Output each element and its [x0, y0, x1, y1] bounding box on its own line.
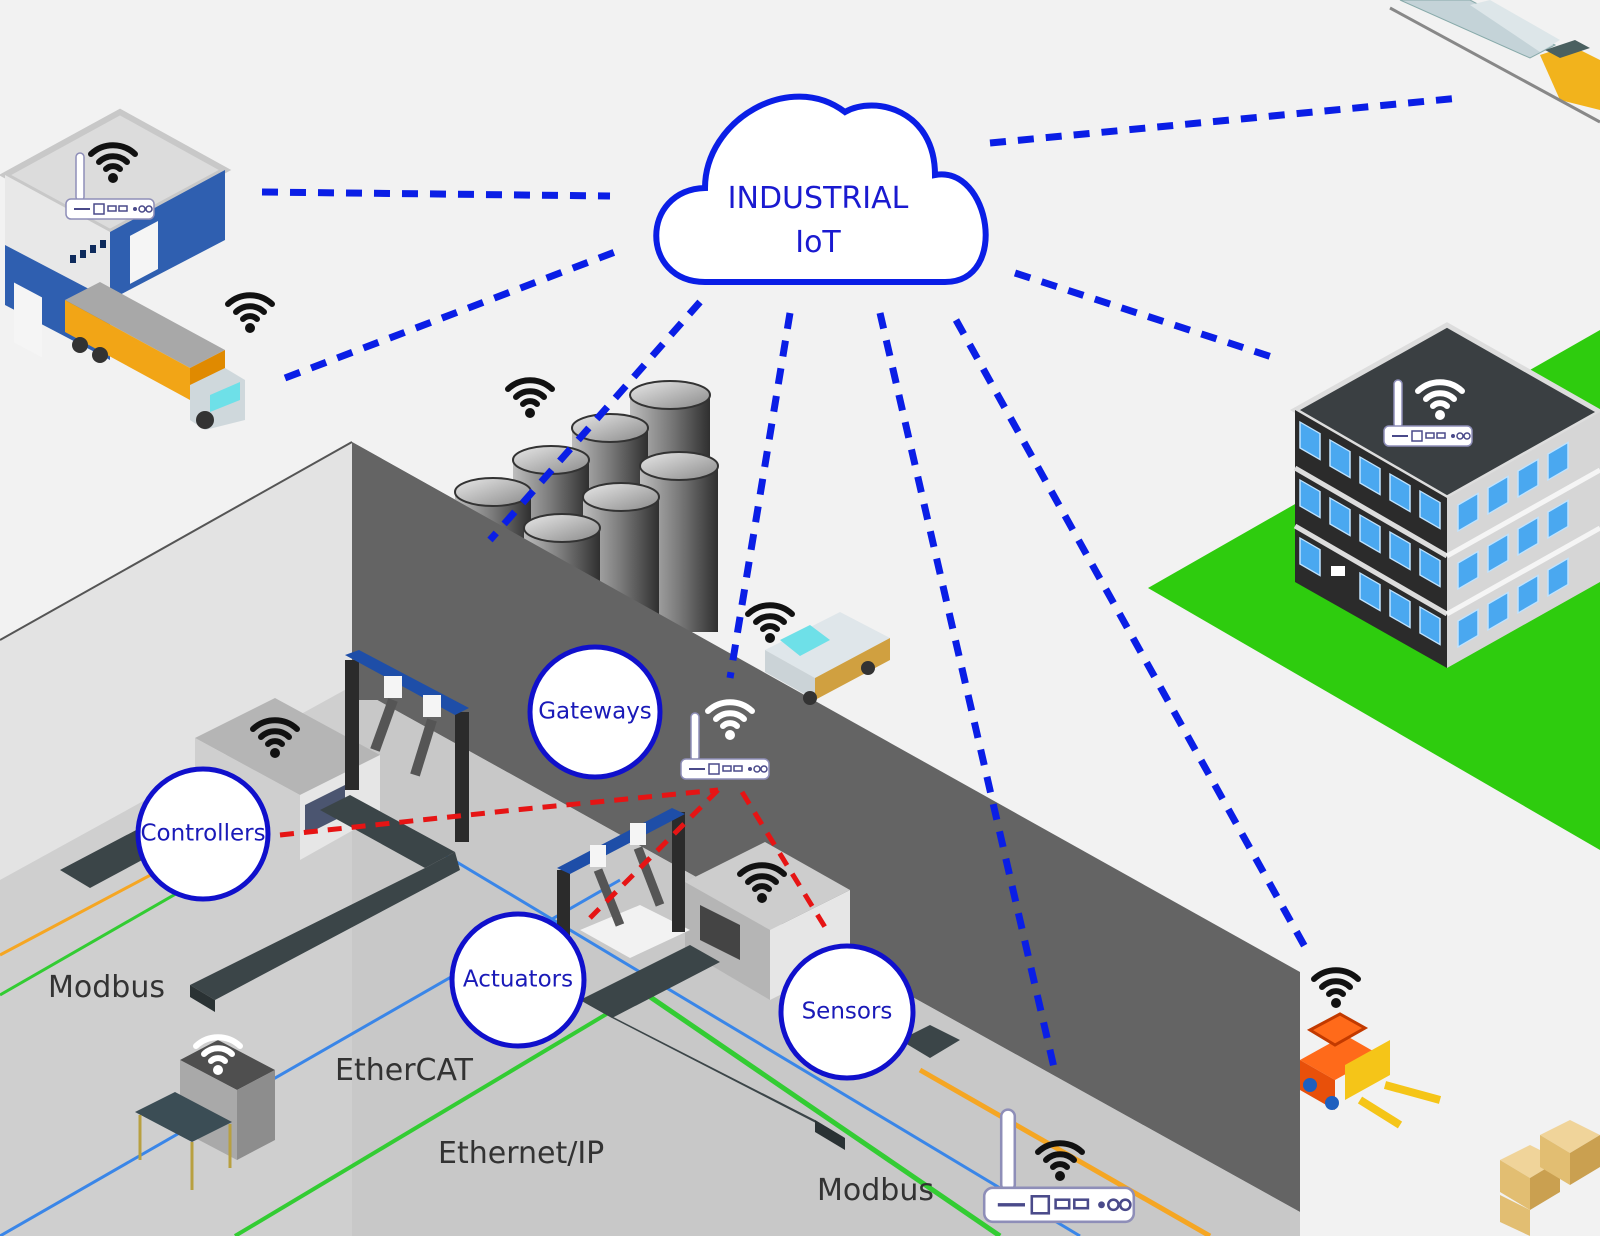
boxes-icon: [1500, 1120, 1600, 1236]
iot-link-train: [989, 94, 1461, 147]
iot-link-warehouse: [261, 188, 611, 200]
conveyor-icon: [580, 945, 960, 1150]
protocol-label-ethercat: EtherCAT: [335, 1053, 474, 1088]
forklift-icon: [1300, 1012, 1442, 1129]
robot-gantry-icon: [557, 808, 690, 980]
bubble-label-gateways: Gateways: [538, 699, 652, 725]
ethercat-cable-right: [419, 838, 1081, 1236]
bubble-sensors: Sensors: [778, 943, 916, 1081]
robot-gantry-icon: [345, 650, 469, 842]
iot-link-router: [876, 312, 1059, 1073]
ethernet-ip-cable: [233, 998, 632, 1236]
iot-links: [261, 94, 1461, 1073]
bubble-label-controllers: Controllers: [140, 821, 265, 847]
cloud-title-line1: INDUSTRIAL: [728, 181, 909, 216]
local-link-actuators: [588, 788, 720, 920]
bubble-label-sensors: Sensors: [802, 999, 893, 1025]
bubble-controllers: Controllers: [135, 766, 271, 902]
pickup-truck-icon: [765, 612, 890, 705]
protocol-label-ethernet-ip: Ethernet/IP: [438, 1136, 604, 1171]
iot-link-office: [1013, 269, 1277, 362]
bubble-gateways: Gateways: [527, 644, 663, 780]
protocol-label-modbus-right: Modbus: [817, 1173, 934, 1208]
cloud-title-line2: IoT: [795, 225, 841, 260]
warehouse-icon: [0, 108, 232, 360]
bubble-label-actuators: Actuators: [463, 967, 573, 993]
local-link-controllers: [279, 787, 719, 838]
local-link-sensors: [739, 790, 831, 934]
modbus-cable-left: [0, 868, 161, 957]
iot-link-pickup: [726, 312, 794, 679]
ethernet-ip-cable-left: [0, 878, 201, 997]
truck-icon: [65, 282, 245, 430]
bubble-actuators: Actuators: [449, 911, 587, 1049]
iot-link-forklift: [952, 318, 1309, 949]
storage-tanks-icon: [352, 380, 720, 700]
iiot-cloud: INDUSTRIAL IoT: [653, 93, 989, 285]
iot-link-truck: [283, 248, 617, 382]
ethernet-ip-cable-right: [638, 987, 1002, 1236]
office-building-icon: [1289, 322, 1600, 668]
protocol-label-modbus-left: Modbus: [48, 970, 165, 1005]
local-links: [279, 787, 831, 934]
iot-link-tanks: [487, 299, 703, 543]
train-icon: [1389, 0, 1600, 124]
building-windows: [1299, 420, 1569, 649]
